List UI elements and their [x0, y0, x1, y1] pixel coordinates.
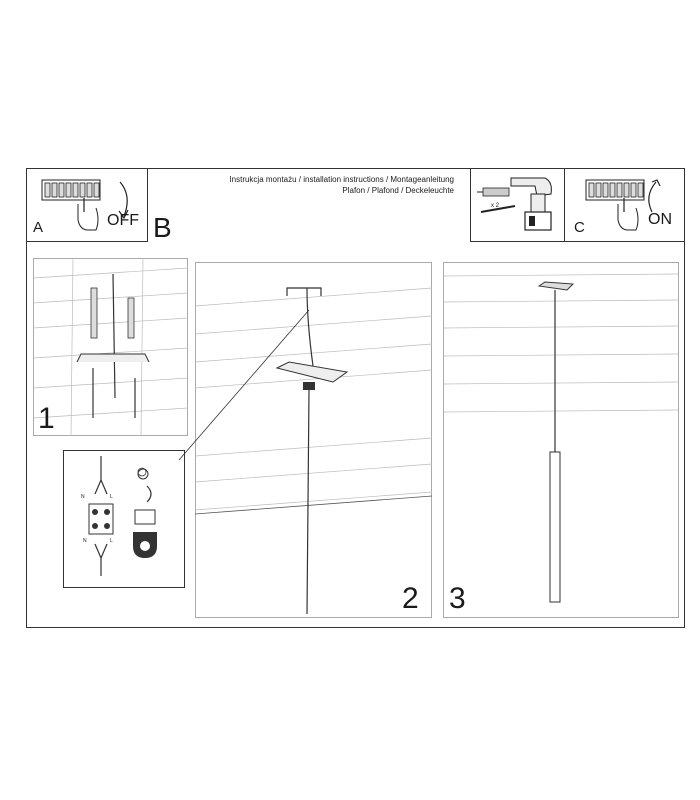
ceiling-mounting-illustration [32, 257, 189, 437]
earth-ground-icon [137, 467, 147, 477]
wiring-detail-illustration [88, 456, 157, 576]
wire-n-top: N [81, 494, 85, 500]
drill-icon [477, 177, 552, 231]
step-a-box [26, 168, 148, 242]
step-c-letter: C [574, 219, 585, 236]
instruction-frame [26, 168, 685, 628]
header-subtitle: Plafon / Plafond / Deckeleuchte [342, 186, 454, 195]
wire-n-bottom: N [83, 538, 87, 544]
step-1-number: 1 [38, 402, 55, 435]
wire-l-top: L [110, 494, 113, 500]
finished-pendant-illustration [442, 273, 680, 603]
off-label: OFF [107, 212, 139, 229]
canopy-install-illustration [178, 287, 433, 615]
step-3-number: 3 [449, 582, 466, 615]
step-2-number: 2 [402, 582, 419, 615]
header-title: Instrukcja montażu / installation instru… [229, 175, 454, 184]
switch-on-icon [585, 179, 661, 231]
step-c-box [565, 168, 685, 242]
wiring-detail-panel [63, 450, 185, 588]
step-b-letter: B [153, 212, 172, 243]
on-label: ON [648, 211, 672, 228]
step-a-letter: A [33, 219, 44, 236]
tool-quantity: x 2 [491, 203, 500, 209]
tool-box [470, 168, 565, 242]
step-3-panel [443, 262, 679, 618]
wire-l-bottom: L [110, 538, 113, 544]
step-1-panel [33, 258, 188, 436]
header: Instrukcja montażu / installation instru… [229, 174, 454, 196]
step-2-panel [195, 262, 432, 618]
switch-off-icon [41, 179, 129, 231]
